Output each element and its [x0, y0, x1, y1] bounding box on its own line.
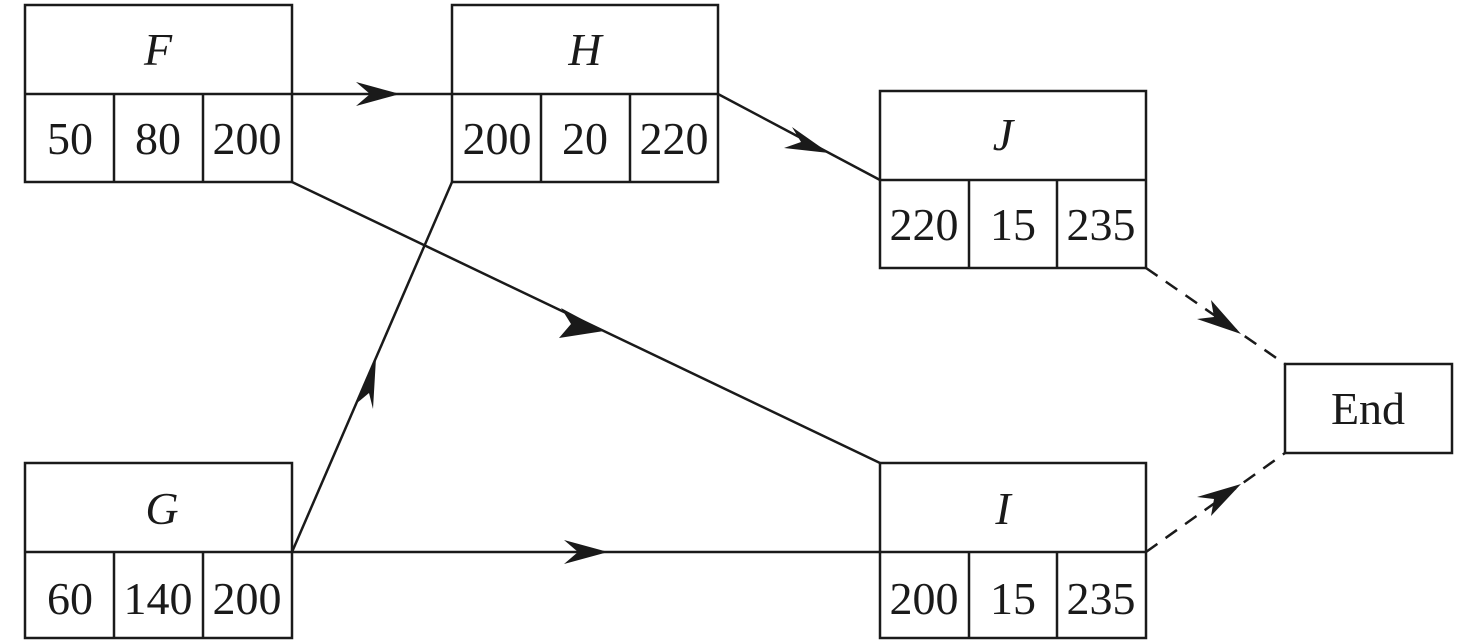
arrowhead: [784, 127, 829, 153]
node-value-duration: 15: [990, 573, 1036, 624]
edge-j-to-end: [1145, 266, 1286, 366]
node-value-finish: 200: [213, 113, 282, 164]
arrowhead: [564, 540, 608, 564]
node-end: End: [1283, 362, 1454, 455]
node-value-duration: 20: [562, 113, 608, 164]
node-value-start: 60: [47, 573, 93, 624]
node-name: H: [567, 24, 604, 75]
node-value-finish: 200: [213, 573, 282, 624]
edge-i-to-end: [1145, 451, 1286, 554]
arrowhead: [356, 82, 400, 106]
node-value-start: 200: [890, 573, 959, 624]
node-name: I: [994, 483, 1013, 534]
node-value-duration: 15: [990, 199, 1036, 250]
node-name: F: [143, 24, 173, 75]
edge-g-to-h: [290, 181, 454, 553]
node-i: I 200 15 235: [878, 461, 1148, 640]
node-value-finish: 235: [1067, 199, 1136, 250]
node-value-start: 200: [463, 113, 532, 164]
end-label: End: [1331, 383, 1405, 434]
arrowhead: [1197, 300, 1241, 334]
edge-h-to-j: [717, 92, 881, 182]
node-value-duration: 80: [135, 113, 181, 164]
node-value-duration: 140: [124, 573, 193, 624]
edge-f-to-i: [291, 180, 881, 465]
edge-f-to-h: [292, 82, 452, 106]
arrowhead: [1197, 484, 1241, 516]
arrowhead: [357, 358, 376, 409]
node-name: J: [993, 109, 1016, 160]
node-value-start: 50: [47, 113, 93, 164]
node-g: G 60 140 200: [23, 461, 294, 640]
node-h: H 200 20 220: [450, 3, 720, 184]
edges: [290, 82, 1286, 564]
node-f: F 50 80 200: [23, 3, 294, 184]
edge-g-to-i: [292, 540, 880, 564]
node-value-start: 220: [890, 199, 959, 250]
node-value-finish: 235: [1067, 573, 1136, 624]
node-j: J 220 15 235: [878, 89, 1148, 270]
node-name: G: [145, 483, 178, 534]
arrowhead: [559, 308, 604, 338]
node-value-finish: 220: [640, 113, 709, 164]
